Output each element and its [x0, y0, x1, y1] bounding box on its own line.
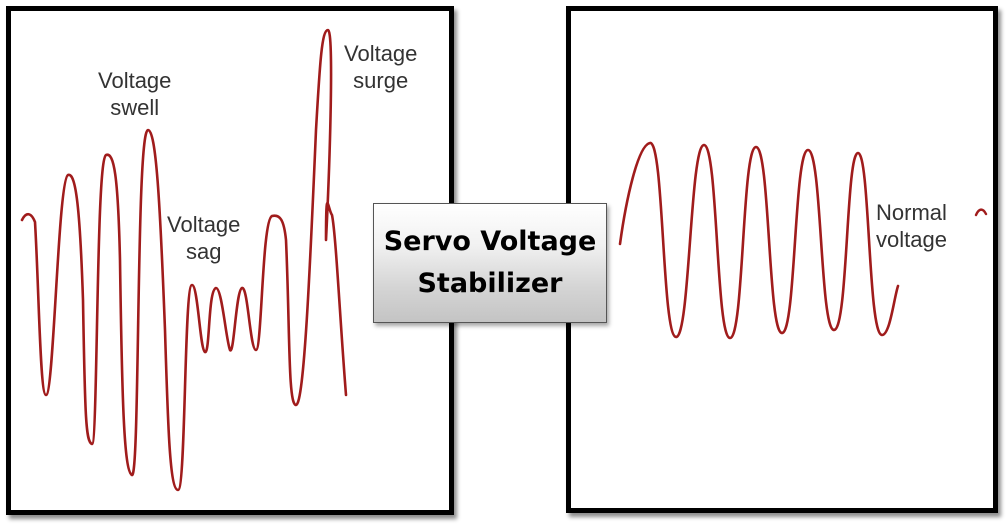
surge-line1: Voltage	[344, 41, 418, 66]
stabilizer-title-line1: Servo Voltage	[383, 226, 597, 257]
swell-line2: swell	[110, 95, 160, 120]
servo-voltage-stabilizer-box: Servo Voltage Stabilizer	[373, 203, 607, 323]
normal-voltage-label: Normal voltage	[876, 199, 947, 253]
stabilizer-title-line2: Stabilizer	[417, 268, 563, 299]
wave-fragment-mark	[974, 208, 988, 217]
normal-wave-path	[618, 141, 900, 340]
normal-line2: voltage	[876, 227, 947, 252]
voltage-surge-label: Voltage surge	[344, 40, 417, 94]
surge-line2: surge	[353, 68, 409, 93]
distorted-wave-path	[20, 28, 348, 492]
sag-line1: Voltage	[167, 212, 241, 237]
normal-voltage-panel	[566, 6, 998, 513]
voltage-sag-label: Voltage sag	[167, 211, 240, 265]
sag-line2: sag	[185, 239, 222, 264]
swell-line1: Voltage	[98, 68, 172, 93]
normal-line1: Normal	[876, 200, 947, 225]
voltage-swell-label: Voltage swell	[98, 67, 171, 121]
